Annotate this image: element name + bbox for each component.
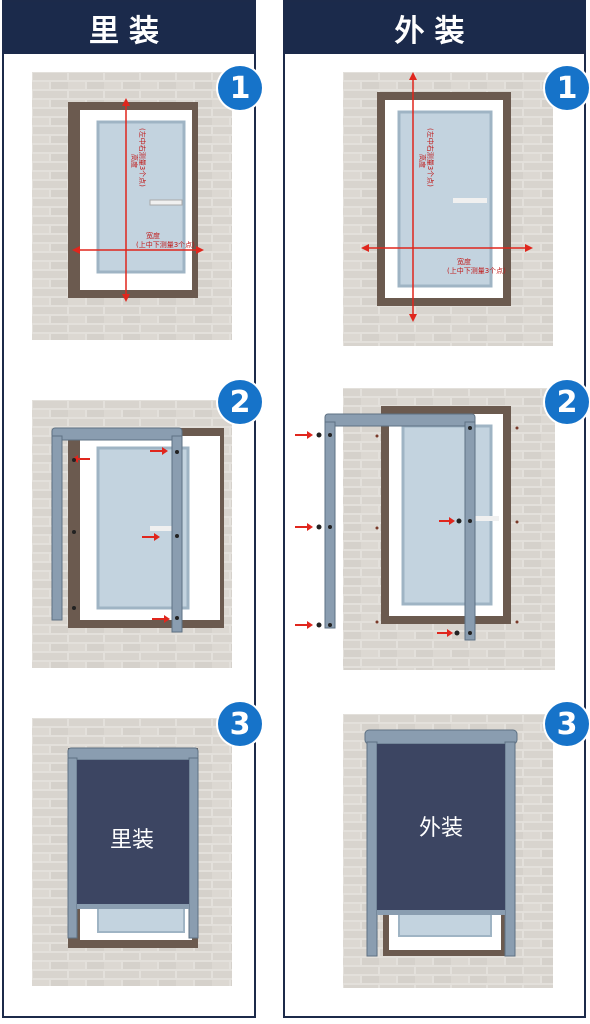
inside-mount-title: 里装 <box>4 2 254 54</box>
inside-width-sub: (上中下测量3个点) <box>136 240 195 249</box>
inside-height-label: 高度 <box>130 154 139 168</box>
inside-height-sub: (左中右测量3个点) <box>138 128 147 187</box>
inside-measure-scene: 高度 (左中右测量3个点) 宽度 (上中下测量3个点) <box>32 72 232 340</box>
inside-blind-label: 里装 <box>110 828 155 853</box>
outside-width-label: 宽度 <box>457 257 471 266</box>
inside-result-scene <box>32 718 232 986</box>
outside-measure-scene: 高度 (左中右测量3个点) 宽度 (上中下测量3个点) <box>343 72 553 346</box>
outside-height-label: 高度 <box>418 154 427 168</box>
outside-blind-label: 外装 <box>419 816 464 841</box>
inside-mount-panel: 里装 高度 (左中右测量3个点) 宽度 (上中下测量3个点) 1 <box>2 0 262 1018</box>
inside-install-scene <box>32 400 232 668</box>
inside-step-3-badge: 3 <box>218 702 262 746</box>
outside-result-scene <box>343 714 553 988</box>
inside-width-label: 宽度 <box>146 231 160 240</box>
inside-step-2-badge: 2 <box>218 380 262 424</box>
outside-install-scene <box>295 388 555 670</box>
outside-width-sub: (上中下测量3个点) <box>447 266 506 275</box>
outside-step-1-badge: 1 <box>545 66 589 110</box>
inside-step-1-badge: 1 <box>218 66 262 110</box>
outside-height-sub: (左中右测量3个点) <box>426 128 435 187</box>
outside-step-3-badge: 3 <box>545 702 589 746</box>
outside-step-2-badge: 2 <box>545 380 589 424</box>
outside-mount-panel: 外装 高度 (左中右测量3个点) 宽度 (上中下测量3个点) 1 <box>283 0 589 1018</box>
outside-mount-title: 外装 <box>285 2 584 54</box>
